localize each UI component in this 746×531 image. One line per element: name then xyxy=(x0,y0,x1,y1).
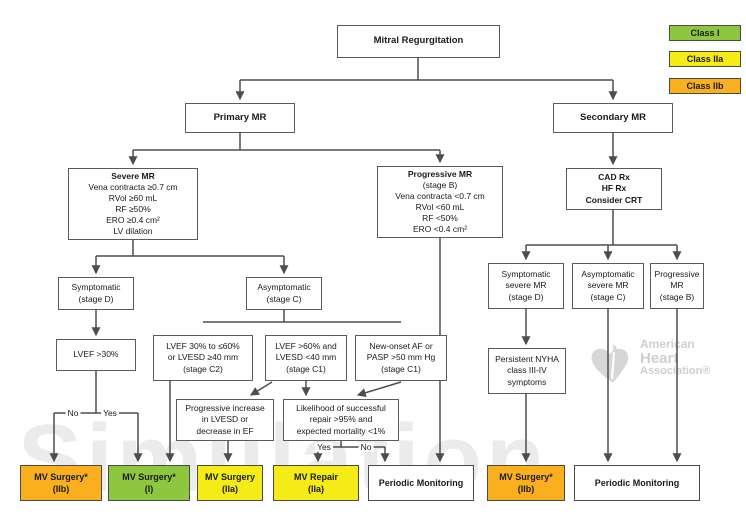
outcome-mv-repair-iia: MV Repair (IIa) xyxy=(273,465,359,501)
aha-logo: American Heart Association® xyxy=(588,338,710,395)
branch-label-no-left: No xyxy=(65,407,81,418)
outcome-mv-surgery-i: MV Surgery* (I) xyxy=(108,465,190,501)
outcome-mv-surgery-iia: MV Surgery (IIa) xyxy=(197,465,263,501)
outcome-periodic-monitoring-left: Periodic Monitoring xyxy=(368,465,474,501)
node-persistent-nyha: Persistent NYHA class III-IV symptoms xyxy=(488,348,566,394)
node-stage-c2: LVEF 30% to ≤60% or LVESD ≥40 mm (stage … xyxy=(153,335,253,381)
aha-heart-torch-icon xyxy=(588,338,638,395)
branch-label-yes-mid: Yes xyxy=(315,441,333,452)
node-primary-mr: Primary MR xyxy=(185,103,295,133)
node-lvef-30: LVEF >30% xyxy=(56,339,136,371)
branch-label-yes-left: Yes xyxy=(101,407,119,418)
node-progressive-mr-secondary: Progressive MR (stage B) xyxy=(650,263,704,309)
node-severe-mr: Severe MR Vena contracta ≥0.7 cm RVol ≥6… xyxy=(68,168,198,240)
node-new-onset-af: New-onset AF or PASP >50 mm Hg (stage C1… xyxy=(355,335,447,381)
node-progressive-mr-primary: Progressive MR (stage B) Vena contracta … xyxy=(377,166,503,238)
node-cad-hf-crt: CAD Rx HF Rx Consider CRT xyxy=(566,168,662,210)
legend-class-iib: Class IIb xyxy=(669,78,741,94)
outcome-mv-surgery-iib-left: MV Surgery* (IIb) xyxy=(20,465,102,501)
legend-class-i: Class I xyxy=(669,25,741,41)
branch-label-no-mid: No xyxy=(358,441,374,452)
node-likelihood-repair: Likelihood of successful repair >95% and… xyxy=(283,399,399,441)
node-asymptomatic-severe-mr: Asymptomatic severe MR (stage C) xyxy=(572,263,644,309)
node-secondary-mr: Secondary MR xyxy=(553,103,673,133)
node-symptomatic-severe-mr: Symptomatic severe MR (stage D) xyxy=(488,263,564,309)
aha-logo-text: American Heart Association® xyxy=(640,337,711,378)
node-stage-c1-lvef: LVEF >60% and LVESD <40 mm (stage C1) xyxy=(265,335,347,381)
outcome-mv-surgery-iib-right: MV Surgery* (IIb) xyxy=(487,465,565,501)
node-progressive-increase: Progressive increase in LVESD or decreas… xyxy=(176,399,274,441)
outcome-periodic-monitoring-right: Periodic Monitoring xyxy=(574,465,700,501)
legend-class-iia: Class IIa xyxy=(669,51,741,67)
node-asymptomatic-stage-c: Asymptomatic (stage C) xyxy=(246,277,322,310)
node-mitral-regurgitation: Mitral Regurgitation xyxy=(337,25,500,58)
node-symptomatic-stage-d: Symptomatic (stage D) xyxy=(58,277,134,310)
